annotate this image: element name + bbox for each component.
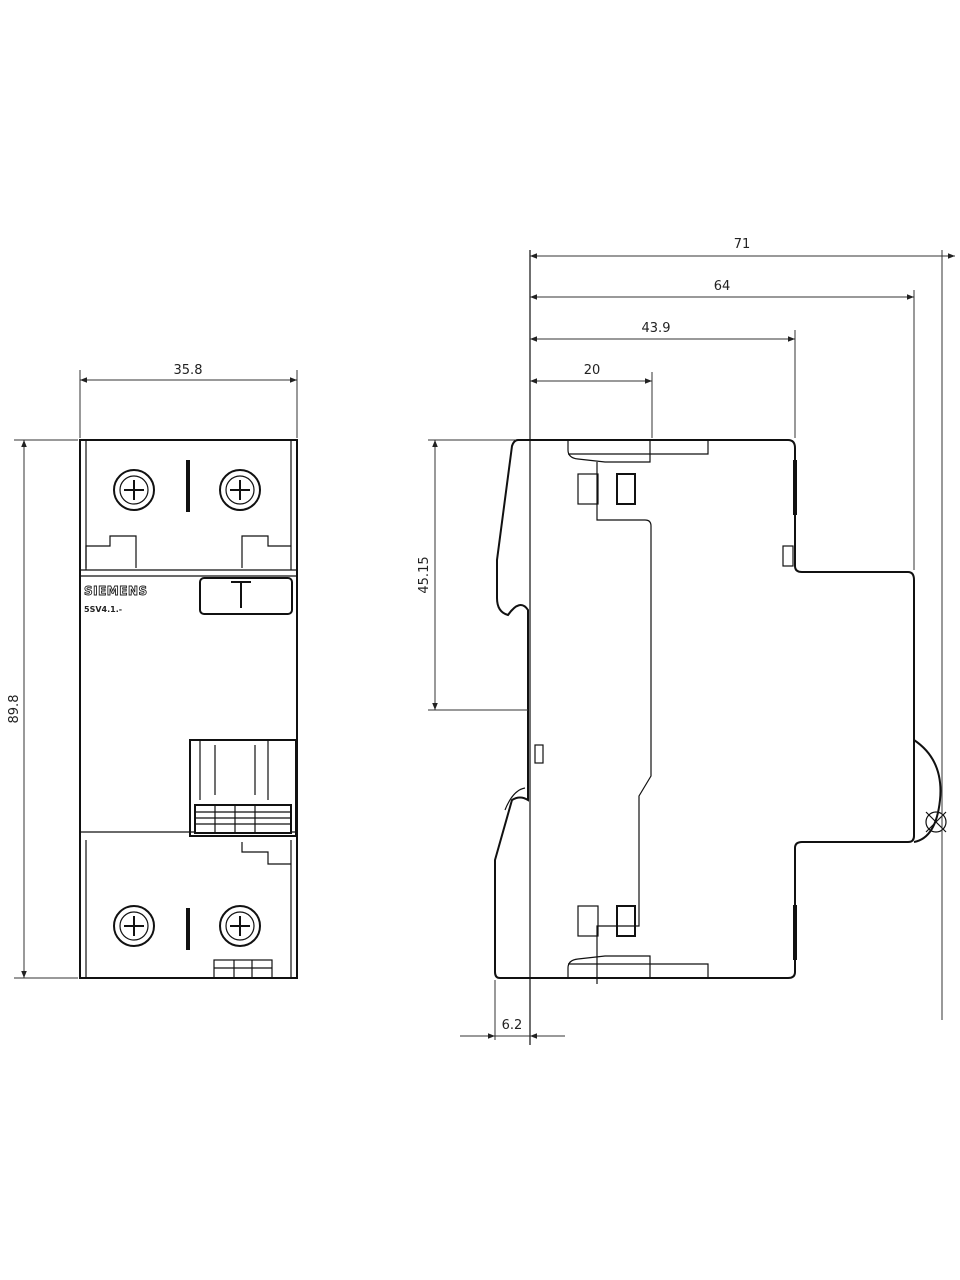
dim-20: 20 [584,363,601,378]
dim-71: 71 [734,237,751,252]
front-body-outline [79,439,298,979]
front-dimensions: 35.8 89.8 [7,363,298,979]
side-dimensions: 71 64 43.9 20 45.15 6.2 [417,237,955,1040]
test-button [199,577,293,615]
side-view [494,250,947,1045]
seal-wire-icon [913,739,947,843]
dim-width: 35.8 [174,363,203,378]
side-body-outline [494,439,915,979]
dim-height: 89.8 [7,695,22,724]
terminal-screw-icon [219,905,261,947]
front-view: SIEMENS 5SV4.1.- [79,439,298,979]
dim-43-9: 43.9 [642,321,671,336]
terminal-screw-icon [113,905,155,947]
brand-label: SIEMENS [84,584,148,598]
dim-64: 64 [714,279,731,294]
terminal-screw-icon [113,469,155,511]
dim-6-2: 6.2 [502,1018,523,1033]
type-label: 5SV4.1.- [84,605,122,614]
toggle-lever [189,739,297,837]
terminal-screw-icon [219,469,261,511]
dim-45-15: 45.15 [417,556,432,593]
